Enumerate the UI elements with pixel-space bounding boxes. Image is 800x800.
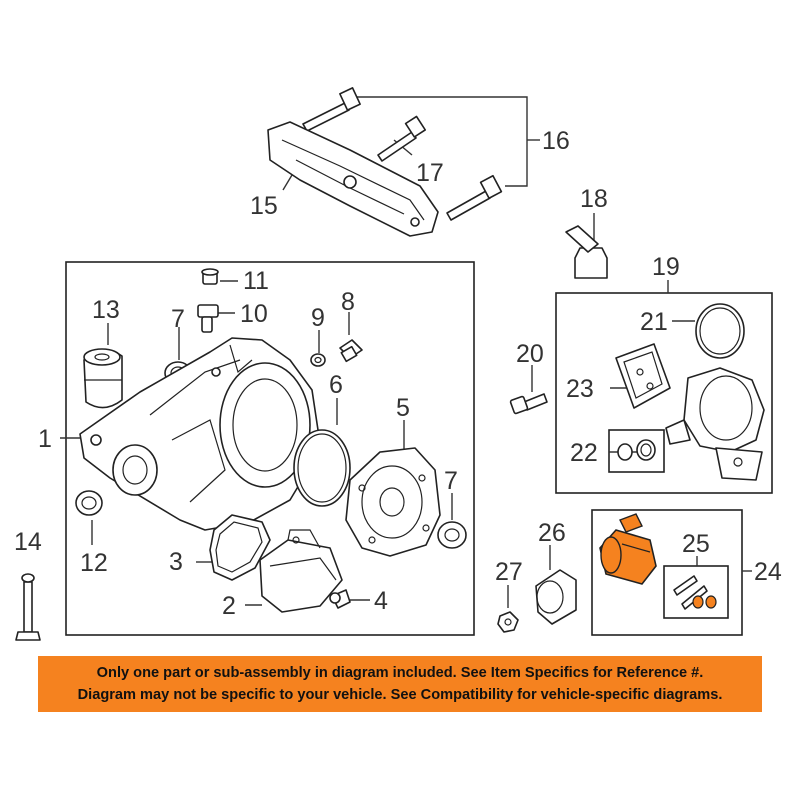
- plug-11: [201, 268, 219, 285]
- long-bolt-14: [15, 573, 41, 641]
- bolt-kit-box: [663, 565, 729, 619]
- callout-7a: 7: [171, 305, 185, 333]
- callout-18: 18: [580, 185, 608, 213]
- coupling-housing-26: [535, 569, 577, 625]
- callout-24: 24: [754, 558, 782, 586]
- bolt-16-top: [302, 87, 361, 132]
- callout-4: 4: [374, 587, 388, 615]
- notice-banner: Only one part or sub-assembly in diagram…: [38, 656, 762, 712]
- seal-kit-22: [617, 439, 656, 461]
- callout-11: 11: [243, 267, 269, 295]
- bolt-20: [509, 393, 548, 415]
- callout-3: 3: [169, 548, 183, 576]
- drain-plug-8: [339, 339, 363, 363]
- o-ring-21: [695, 303, 745, 359]
- leader-lines: [60, 96, 752, 608]
- callout-15: 15: [250, 192, 278, 220]
- notice-line-1: Only one part or sub-assembly in diagram…: [96, 665, 704, 681]
- bolt-16-bottom: [446, 174, 503, 221]
- callout-8: 8: [341, 288, 355, 316]
- bolt-17: [377, 115, 427, 162]
- callout-27: 27: [495, 558, 523, 586]
- callout-21: 21: [640, 308, 668, 336]
- callout-16: 16: [542, 127, 570, 155]
- seal-kit-box: [608, 429, 665, 473]
- differential-housing-1: [79, 337, 319, 531]
- sensor-10: [197, 304, 219, 333]
- breather-cap-18: [565, 225, 608, 279]
- callout-25: 25: [682, 530, 710, 558]
- callout-14: 14: [14, 528, 42, 556]
- rear-cover-5: [345, 447, 441, 557]
- gasket-3: [209, 514, 271, 581]
- callout-12: 12: [80, 549, 108, 577]
- cover-2: [259, 529, 343, 613]
- coupling-actuator-24: [599, 513, 657, 585]
- notice-line-2: Diagram may not be specific to your vehi…: [77, 687, 723, 703]
- callout-6: 6: [329, 371, 343, 399]
- callout-9: 9: [311, 304, 325, 332]
- washer-9: [310, 353, 326, 367]
- actuator-assembly-box: [555, 292, 773, 494]
- callout-7b: 7: [444, 467, 458, 495]
- callout-13: 13: [92, 296, 120, 324]
- callout-20: 20: [516, 340, 544, 368]
- control-module-23: [615, 343, 671, 409]
- callout-5: 5: [396, 394, 410, 422]
- callout-19: 19: [652, 253, 680, 281]
- coupling-kit-box: [591, 509, 743, 636]
- bolt-kit-25: [673, 575, 717, 610]
- main-housing-box: [65, 261, 475, 636]
- mount-bracket-15: [267, 121, 439, 237]
- callout-10: 10: [240, 300, 268, 328]
- callout-23: 23: [566, 375, 594, 403]
- nut-27: [497, 611, 519, 633]
- o-ring-6: [293, 429, 351, 507]
- callout-22: 22: [570, 439, 598, 467]
- pump-motor-19: [665, 367, 765, 481]
- oil-seal-7-lower: [437, 521, 467, 549]
- callout-17: 17: [416, 159, 444, 187]
- callout-26: 26: [538, 519, 566, 547]
- callout-2: 2: [222, 592, 236, 620]
- callout-labels: 1 2 3 4 5 6 7 7 8 9 10 11 12 13 14 15 16…: [14, 127, 782, 620]
- callout-1: 1: [38, 425, 52, 453]
- bolt-4: [329, 589, 351, 609]
- bushing-13: [83, 348, 123, 409]
- oil-seal-12: [75, 490, 103, 516]
